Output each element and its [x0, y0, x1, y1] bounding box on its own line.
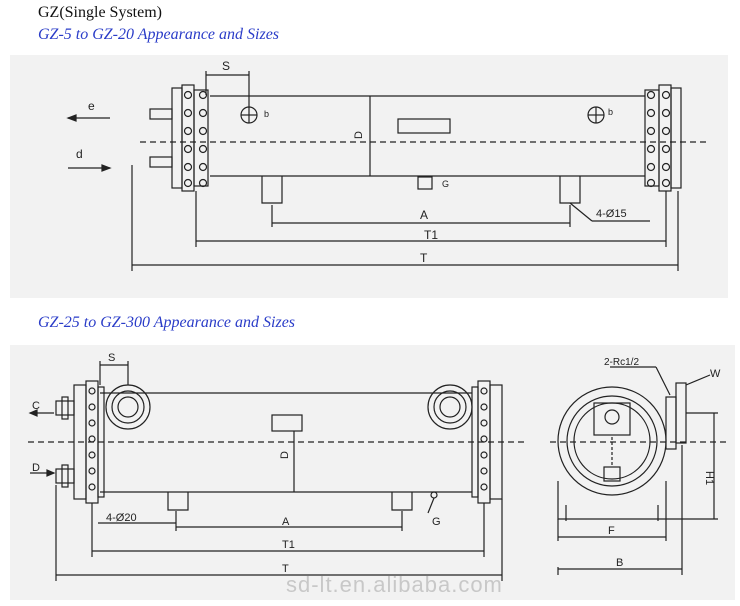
nameplate [397, 118, 451, 134]
left-flange-outer [171, 87, 183, 189]
label-b-right: b [608, 107, 613, 117]
label-T: T [420, 251, 428, 265]
lower-nozzle [55, 468, 75, 484]
upper-pipe [149, 108, 173, 120]
left-saddle [261, 176, 283, 204]
label-Rc: 2-Rc1/2 [604, 357, 639, 368]
side-nozzle [675, 382, 687, 444]
label-B: B [616, 557, 623, 569]
left-flange-bolts [183, 90, 208, 188]
label-d: d [76, 147, 83, 161]
label-A: A [420, 208, 428, 222]
large-cooler-drawing: C D S D 4-Ø20 A G T1 T 2-Rc1/2 W H1 F B [28, 352, 730, 581]
right-round-flange [427, 384, 473, 430]
label-G: G [442, 179, 449, 189]
section2-drawing-panel: C D S D 4-Ø20 A G T1 T 2-Rc1/2 W H1 F B [10, 345, 735, 600]
nameplate-2 [271, 414, 303, 432]
label-b-left: b [264, 109, 269, 119]
label-A-2: A [282, 516, 290, 528]
left-flange-mid [181, 84, 195, 192]
label-S: S [222, 59, 230, 73]
right-flange-inner [644, 89, 660, 187]
right-flange-outer [670, 87, 682, 189]
label-T-2: T [282, 563, 289, 575]
left-flange-inner [193, 89, 209, 187]
label-holes: 4-Ø15 [596, 208, 627, 220]
section2-title: GZ-25 to GZ-300 Appearance and Sizes [38, 314, 296, 331]
section1-drawing-panel: e d S b b D G A 4-Ø15 T1 T [10, 55, 728, 298]
label-G-2: G [432, 516, 441, 528]
page-title: GZ(Single System) [38, 4, 162, 21]
label-e: e [88, 99, 95, 113]
label-T1-2: T1 [282, 539, 295, 551]
label-D: D [353, 131, 365, 139]
upper-nozzle [55, 400, 75, 416]
drain-plug [430, 491, 438, 499]
right-saddle [559, 176, 581, 204]
watermark: sd-lt.en.alibaba.com [286, 572, 503, 597]
left-saddle-2 [167, 492, 189, 511]
label-D-inlet: D [32, 462, 40, 474]
label-holes-2: 4-Ø20 [106, 512, 137, 524]
label-D-2: D [279, 451, 291, 459]
right-saddle-2 [391, 492, 413, 511]
label-C: C [32, 400, 40, 412]
right-flange-mid [658, 84, 672, 192]
section1-title: GZ-5 to GZ-20 Appearance and Sizes [38, 26, 280, 43]
label-T1: T1 [424, 228, 438, 242]
end-view-base [557, 481, 667, 520]
label-H1: H1 [703, 471, 715, 485]
label-W: W [710, 368, 721, 380]
lower-pipe [149, 156, 173, 168]
label-S-2: S [108, 352, 115, 364]
end-view-box [593, 402, 631, 436]
right-flange-bolts [646, 90, 671, 188]
drain-valve [417, 176, 433, 190]
label-F: F [608, 525, 615, 537]
small-cooler-drawing: e d S b b D G A 4-Ø15 T1 T [66, 59, 710, 271]
